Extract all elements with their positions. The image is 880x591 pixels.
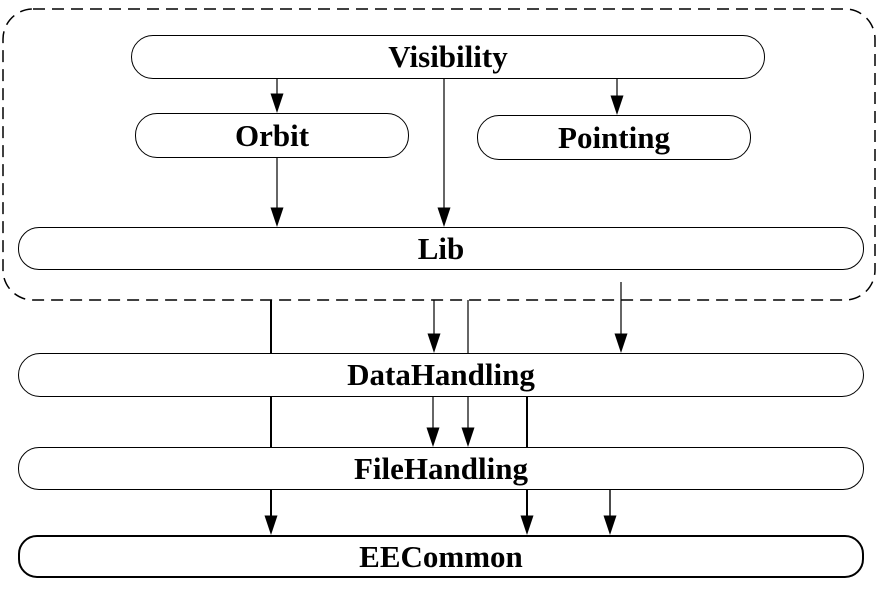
edge-lib-to-datahandling — [614, 282, 628, 353]
node-lib-label: Lib — [417, 230, 465, 266]
node-eecommon-label: EECommon — [359, 538, 523, 574]
node-pointing-label: Pointing — [558, 119, 670, 155]
arrowhead — [610, 95, 624, 115]
node-filehandling-label: FileHandling — [354, 450, 528, 486]
edge-orbit-to-lib — [270, 158, 284, 227]
edge-visibility-to-orbit — [270, 79, 284, 113]
node-visibility-label: Visibility — [388, 39, 508, 74]
node-orbit-label: Orbit — [234, 117, 310, 153]
node-eecommon: EECommon — [18, 535, 864, 578]
arrowhead — [264, 515, 278, 535]
edge-subsystem-to-datahandling — [427, 300, 441, 353]
node-visibility: Visibility — [131, 35, 765, 79]
node-datahandling-label: DataHandling — [347, 357, 535, 392]
arrowhead — [426, 427, 440, 447]
edge-visibility-to-lib — [437, 79, 451, 227]
arrowhead — [461, 427, 475, 447]
node-lib: Lib — [18, 227, 864, 270]
arrowhead — [520, 515, 534, 535]
dashed-subsystem-boundary — [2, 8, 876, 301]
node-pointing: Pointing — [477, 115, 751, 160]
arrowhead — [437, 207, 451, 227]
node-filehandling: FileHandling — [18, 447, 864, 490]
edge-visibility-to-pointing — [610, 79, 624, 115]
arrowhead — [614, 333, 628, 353]
arrowhead — [603, 515, 617, 535]
node-datahandling: DataHandling — [18, 353, 864, 397]
arrowhead — [427, 333, 441, 353]
arrowhead — [270, 93, 284, 113]
edge-subsystem-to-eecommon — [264, 300, 278, 535]
arrowhead — [270, 207, 284, 227]
node-orbit: Orbit — [135, 113, 409, 158]
edge-datahandling-to-filehandling — [426, 397, 440, 447]
edge-filehandling-to-eecommon — [603, 490, 617, 535]
